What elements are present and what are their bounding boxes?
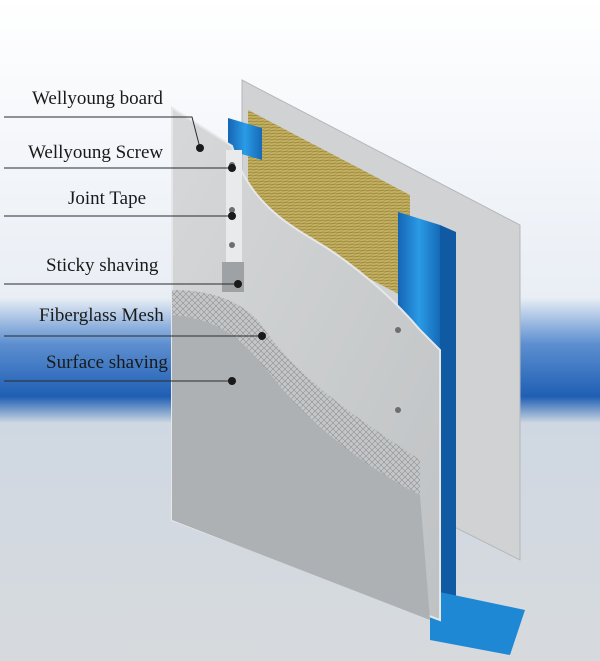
rock-wool-insulation <box>248 110 410 300</box>
surface-shaving-area <box>172 315 430 620</box>
screw-5 <box>395 407 401 413</box>
dot-surface <box>228 377 236 385</box>
label-surface-shaving: Surface shaving <box>46 352 168 373</box>
label-fiberglass-mesh: Fiberglass Mesh <box>39 305 164 326</box>
dot-mesh <box>258 332 266 340</box>
left-stud <box>228 118 262 160</box>
dot-sticky <box>234 280 242 288</box>
dot-board <box>196 144 204 152</box>
leader-lines <box>4 116 262 382</box>
leader-board <box>4 116 201 149</box>
dot-tape <box>228 212 236 220</box>
bottom-track <box>430 590 525 655</box>
right-stud-side <box>440 225 456 608</box>
label-wellyoung-board: Wellyoung board <box>32 88 163 109</box>
screw-2 <box>229 207 235 213</box>
screw-4 <box>395 327 401 333</box>
label-wellyoung-screw: Wellyoung Screw <box>28 142 164 163</box>
dot-screw <box>228 164 236 172</box>
label-sticky-shaving: Sticky shaving <box>46 255 159 276</box>
screw-3 <box>229 242 235 248</box>
leader-dots <box>196 144 266 385</box>
label-joint-tape: Joint Tape <box>68 188 147 209</box>
sticky-shaving-patch <box>222 262 244 292</box>
